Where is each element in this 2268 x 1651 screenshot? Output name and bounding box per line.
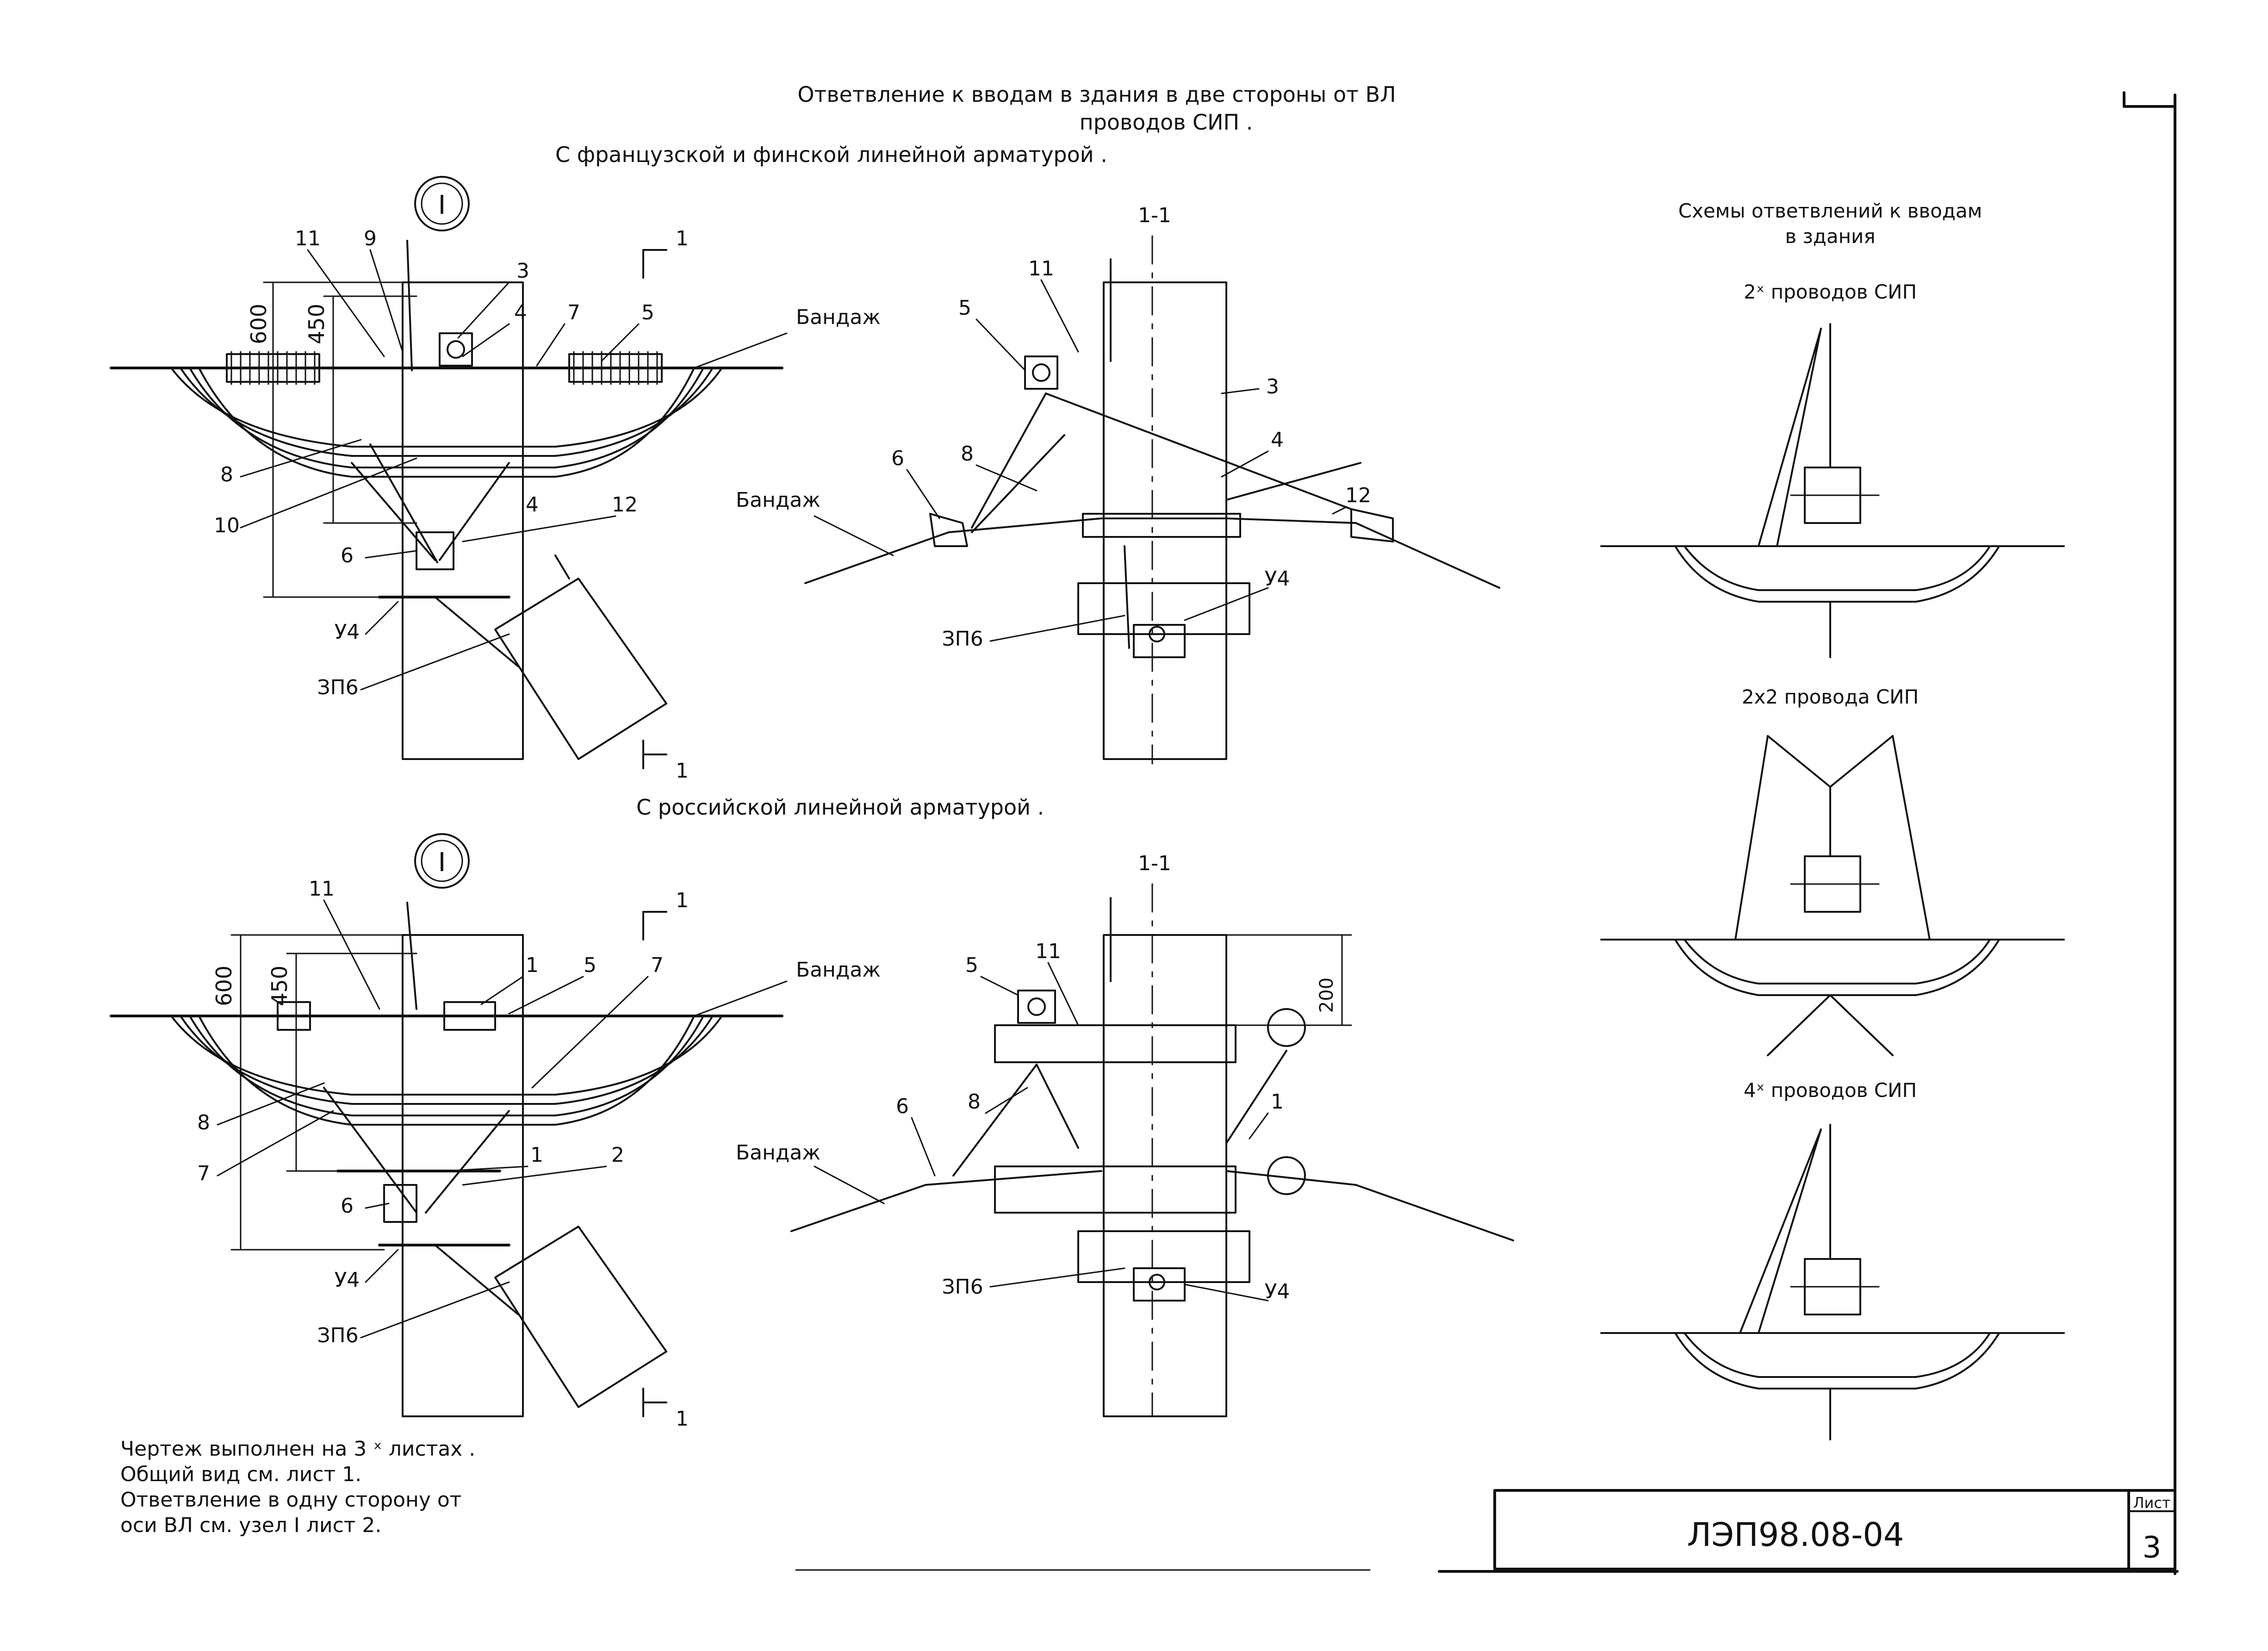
bottom-section-view: 1-1 5 11 8 6 1 У4 ЗП6 200 Бандаж	[736, 852, 1514, 1417]
cut-mark-bottom: 1	[676, 759, 689, 783]
callout-9: 9	[364, 227, 377, 250]
sec-bandage: Бандаж	[736, 488, 820, 512]
title-block-sheet-label: Лист	[2133, 1494, 2170, 1512]
sheet-frame	[795, 91, 2179, 1575]
sec-callout-8: 8	[961, 442, 974, 466]
sec-callout-u4: У4	[1265, 567, 1290, 591]
node-mark-label: I	[438, 190, 446, 220]
schemes-title-line2: в здания	[1785, 225, 1875, 248]
pole	[402, 281, 524, 760]
junction-box	[494, 578, 667, 760]
section-pole	[1103, 281, 1227, 760]
sec-callout-6: 6	[896, 1095, 909, 1118]
callout-12: 12	[612, 493, 638, 517]
callout-6: 6	[341, 544, 354, 567]
notes: Чертеж выполнен на 3 ˣ листах . Общий ви…	[120, 1437, 475, 1537]
subtitle-top: С французской и финской линейной арматур…	[555, 142, 1107, 167]
callout-zp6: ЗП6	[317, 676, 358, 699]
sec-callout-8: 8	[968, 1090, 981, 1114]
callout-2: 2	[611, 1143, 624, 1167]
callout-3: 3	[516, 259, 529, 283]
callout-1b: 1	[530, 1143, 543, 1167]
section-label: 1-1	[1138, 852, 1171, 875]
sec-callout-6: 6	[891, 447, 904, 470]
sec-bandage: Бандаж	[736, 1141, 820, 1165]
sec-callout-3: 3	[1266, 375, 1279, 399]
note-line-2: Общий вид см. лист 1.	[120, 1463, 361, 1486]
note-line-3: Ответвление в одну сторону от	[120, 1488, 461, 1512]
cut-mark-bottom: 1	[676, 1407, 689, 1431]
dim-450: 450	[304, 304, 329, 344]
scheme3-drawing	[1600, 1124, 2065, 1440]
node-mark	[414, 833, 470, 889]
callout-7: 7	[651, 953, 664, 977]
callout-5: 5	[584, 953, 597, 977]
callout-7: 7	[567, 301, 580, 324]
callout-u4: У4	[335, 620, 360, 644]
sec-callout-4: 4	[1271, 428, 1284, 452]
callout-11: 11	[295, 227, 321, 250]
title-block-sheet-number: 3	[2143, 1531, 2162, 1565]
subtitle-bottom: С российской линейной арматурой .	[636, 795, 1044, 820]
callout-6: 6	[341, 1194, 354, 1218]
dim-200: 200	[1316, 978, 1337, 1013]
scheme2-drawing	[1600, 735, 2065, 1056]
schemes-title-line1: Схемы ответвлений к вводам	[1678, 199, 1982, 222]
callout-8: 8	[197, 1111, 210, 1134]
sec-callout-11: 11	[1035, 940, 1061, 963]
sec-callout-u4: У4	[1265, 1280, 1290, 1303]
sec-callout-zp6: ЗП6	[942, 1275, 983, 1299]
scheme3-label: 4ˣ проводов СИП	[1744, 1079, 1917, 1102]
branch-schemes: Схемы ответвлений к вводам в здания 2ˣ п…	[1600, 199, 2065, 1440]
sec-callout-zp6: ЗП6	[942, 627, 983, 651]
dim-450: 450	[267, 966, 292, 1006]
callout-u4: У4	[335, 1268, 360, 1292]
scheme2-label: 2x2 провода СИП	[1742, 685, 1919, 708]
sec-callout-5: 5	[965, 953, 978, 977]
bottom-left-view: I 600 450 11 1 5 7	[110, 833, 881, 1431]
sec-callout-11: 11	[1028, 257, 1054, 280]
top-section-view: 1-1 11 5 3 4 8 6 12 У4 ЗП6 Банда	[736, 204, 1500, 765]
bandage-label: Бандаж	[796, 305, 881, 329]
sec-callout-1: 1	[1271, 1090, 1284, 1114]
dim-600: 600	[211, 966, 236, 1006]
bandage-label: Бандаж	[796, 958, 881, 982]
note-line-1: Чертеж выполнен на 3 ˣ листах .	[120, 1437, 475, 1461]
callout-1: 1	[526, 953, 539, 977]
section-label: 1-1	[1138, 204, 1171, 227]
cut-mark-top: 1	[676, 889, 689, 912]
node-mark-label: I	[438, 847, 446, 878]
sec-callout-5: 5	[958, 296, 971, 320]
callout-7b: 7	[197, 1162, 210, 1185]
main-title-line2: проводов СИП .	[1080, 110, 1253, 135]
junction-box	[494, 1226, 667, 1408]
title-block-code: ЛЭП98.08-04	[1687, 1516, 1904, 1554]
scheme1-label: 2ˣ проводов СИП	[1744, 280, 1917, 303]
callout-10: 10	[214, 514, 240, 537]
scheme1-drawing	[1600, 323, 2065, 658]
top-left-view: I	[110, 176, 881, 783]
callout-8: 8	[220, 463, 233, 486]
pole	[402, 934, 524, 1417]
main-title-line1: Ответвление к вводам в здания в две стор…	[797, 82, 1396, 107]
node-mark	[414, 176, 470, 231]
title-block: ЛЭП98.08-04 Лист 3	[1493, 1489, 2176, 1570]
callout-11: 11	[309, 877, 335, 901]
callout-4b: 4	[526, 493, 539, 517]
callout-4: 4	[514, 301, 527, 324]
dim-600: 600	[246, 304, 271, 344]
callout-zp6: ЗП6	[317, 1324, 358, 1347]
callout-5: 5	[641, 301, 654, 324]
cut-mark-top: 1	[676, 227, 689, 250]
section-pole	[1103, 934, 1227, 1417]
note-line-4: оси ВЛ см. узел I лист 2.	[120, 1514, 381, 1537]
sec-callout-12: 12	[1345, 484, 1371, 507]
